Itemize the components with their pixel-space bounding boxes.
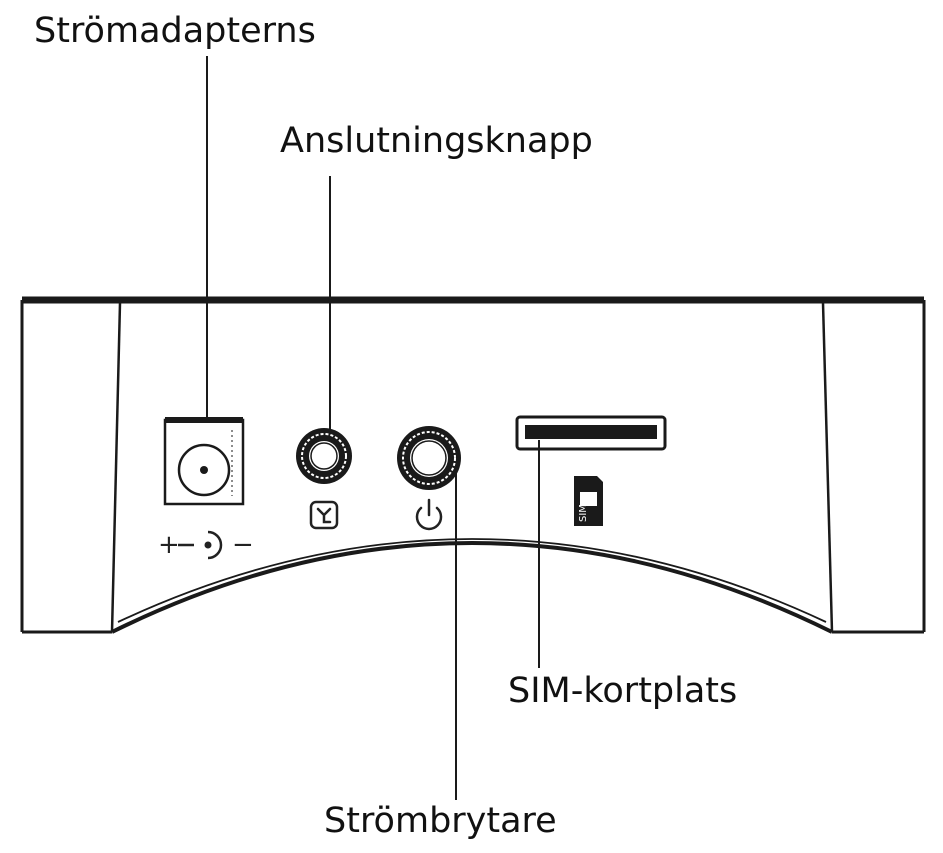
label-power-switch: Strömbrytare: [324, 801, 557, 841]
power-icon: [415, 498, 443, 531]
connect-button-face: [309, 441, 339, 471]
wps-icon-glyph: [316, 507, 332, 524]
dc-jack-pin: [200, 466, 208, 474]
dc-power-jack: [163, 417, 245, 506]
bottom-curve-inner: [117, 538, 827, 623]
connect-button-knurl: [301, 433, 347, 479]
polarity-minus: −: [232, 530, 254, 560]
power-button-knurl: [402, 431, 456, 485]
sim-card-slot: [515, 415, 667, 451]
right-inner-edge: [821, 302, 834, 633]
polarity-center-dot: [204, 541, 212, 549]
power-button-port: [397, 426, 461, 490]
dc-jack-socket: [177, 443, 231, 497]
polarity-plus: +: [158, 530, 180, 560]
connect-button-inner-ring: [310, 442, 338, 470]
power-icon-arc: [415, 506, 443, 531]
dc-polarity-icon: + −: [158, 530, 254, 560]
label-connect-button: Anslutningsknapp: [280, 121, 593, 161]
polarity-c-shape: [207, 530, 223, 560]
leader-lines: [206, 56, 540, 800]
label-sim-slot: SIM-kortplats: [508, 671, 738, 711]
power-button-face: [410, 439, 448, 477]
wps-icon-frame: [309, 500, 339, 530]
sim-card-chip: [580, 492, 597, 506]
dc-jack-housing: [163, 418, 245, 506]
bottom-curve-outer: [111, 541, 833, 634]
power-button-inner-ring: [411, 440, 447, 476]
sim-slot-opening: [525, 425, 657, 439]
sim-card-text: SIM: [578, 504, 589, 522]
wps-icon: [309, 500, 339, 530]
device-body: [20, 296, 926, 634]
left-inner-edge: [110, 302, 122, 633]
label-power-adapter: Strömadapterns: [34, 11, 316, 51]
connect-button-port: [296, 428, 352, 484]
sim-card-icon: SIM: [574, 476, 603, 526]
